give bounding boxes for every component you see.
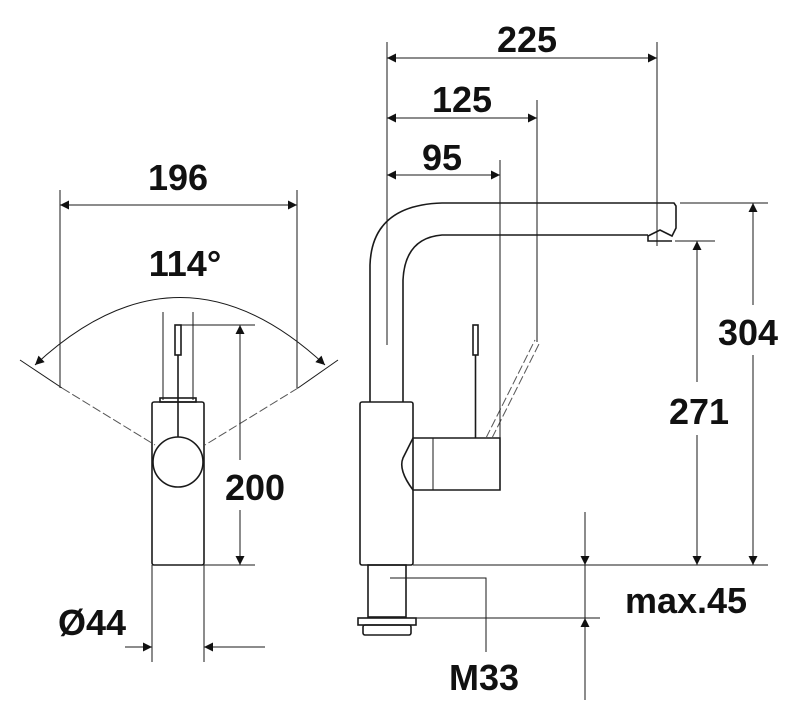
dim-label-m33: M33 <box>449 657 519 698</box>
nut-top <box>357 617 417 626</box>
spout-inner <box>402 234 648 402</box>
swivel-right-ext <box>297 359 339 389</box>
dim-label-95: 95 <box>422 137 462 178</box>
swivel-left-ext <box>19 359 63 389</box>
dim-label-196: 196 <box>148 157 208 198</box>
front-view <box>19 312 339 566</box>
side-view <box>357 202 677 636</box>
dimension-114-angle: 114° <box>34 243 326 366</box>
dim-label-271: 271 <box>669 391 729 432</box>
dimension-125: 125 <box>387 79 538 342</box>
dimension-196: 196 <box>59 157 298 388</box>
dimension-200: 200 <box>181 324 285 566</box>
side-lever-dashed <box>485 339 536 439</box>
dimension-diameter-44: Ø44 <box>58 565 265 662</box>
dimension-max-45: max.45 <box>400 512 747 700</box>
swivel-left-dashed <box>61 387 156 446</box>
dimension-271: 271 <box>669 240 729 565</box>
side-lever-tip <box>472 324 479 356</box>
side-body <box>359 401 414 566</box>
dim-label-114: 114° <box>149 243 221 284</box>
spout-outer <box>369 202 677 402</box>
dim-label-225: 225 <box>497 19 557 60</box>
lever-knob <box>152 436 204 488</box>
dim-label-max-45: max.45 <box>625 580 747 621</box>
dim-label-125: 125 <box>432 79 492 120</box>
shank <box>367 564 407 618</box>
dimension-m33: M33 <box>390 577 519 698</box>
dimension-304: 304 <box>413 202 778 566</box>
dim-label-200: 200 <box>225 467 285 508</box>
dimension-95: 95 <box>387 137 501 438</box>
lever-block <box>400 437 501 491</box>
dim-label-44: Ø44 <box>58 602 126 643</box>
swivel-right-dashed <box>204 387 299 446</box>
dimension-225: 225 <box>386 19 658 345</box>
dim-label-304: 304 <box>718 312 778 353</box>
lever-tip <box>174 324 182 356</box>
nut-bottom <box>362 624 412 636</box>
